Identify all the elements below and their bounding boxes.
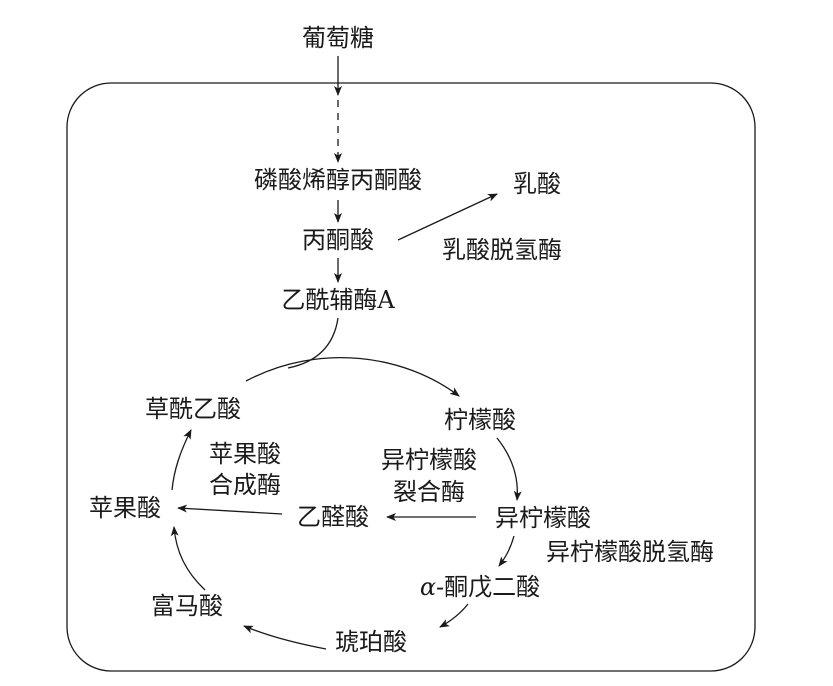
label-isocitrate: 异柠檬酸 — [495, 504, 591, 532]
arrow-glyoxylate-to-malate — [177, 504, 283, 515]
arrow-fumarate-to-malate — [170, 526, 206, 591]
label-enzyme-malate-synthase-line1: 苹果酸 — [209, 440, 281, 468]
label-enzyme-isocitrate-dehydrogenase: 异柠檬酸脱氢酶 — [546, 538, 714, 566]
cell-boundary — [66, 82, 756, 672]
label-enzyme-lactate-dehydrogenase: 乳酸脱氢酶 — [442, 236, 562, 264]
label-citrate: 柠檬酸 — [444, 406, 516, 434]
arrow-oxaloacetate-to-citrate — [245, 357, 460, 397]
label-glyoxylate: 乙醛酸 — [297, 503, 369, 531]
label-fumarate: 富马酸 — [151, 592, 223, 620]
alpha-kg-name: -酮戊二酸 — [436, 573, 541, 601]
label-succinate: 琥珀酸 — [335, 628, 407, 656]
label-pyruvate: 丙酮酸 — [302, 226, 374, 254]
arrow-alpha-kg-to-succinate — [439, 603, 469, 628]
label-pep: 磷酸烯醇丙酮酸 — [254, 166, 422, 194]
label-enzyme-isocitrate-lyase-line1: 异柠檬酸 — [381, 446, 477, 474]
arrow-citrate-to-isocitrate — [496, 437, 522, 501]
label-acetyl-coa: 乙酰辅酶A — [281, 286, 395, 314]
arrow-succinate-to-fumarate — [243, 625, 327, 650]
label-glucose: 葡萄糖 — [302, 24, 374, 52]
alpha-symbol: α — [419, 573, 437, 601]
label-enzyme-malate-synthase-line2: 合成酶 — [209, 471, 281, 499]
label-malate: 苹果酸 — [89, 494, 161, 522]
label-lactate: 乳酸 — [513, 170, 561, 198]
arrow-malate-to-oxaloacetate — [171, 429, 192, 491]
arrow-isocitrate-to-alpha-kg — [498, 535, 515, 567]
label-alpha-ketoglutarate: α-酮戊二酸 — [420, 573, 540, 601]
line-acetyl-coa-join — [287, 317, 339, 369]
arrow-pyruvate-to-lactate — [397, 193, 498, 241]
label-oxaloacetate: 草酰乙酸 — [145, 395, 241, 423]
label-enzyme-isocitrate-lyase-line2: 裂合酶 — [393, 478, 465, 506]
